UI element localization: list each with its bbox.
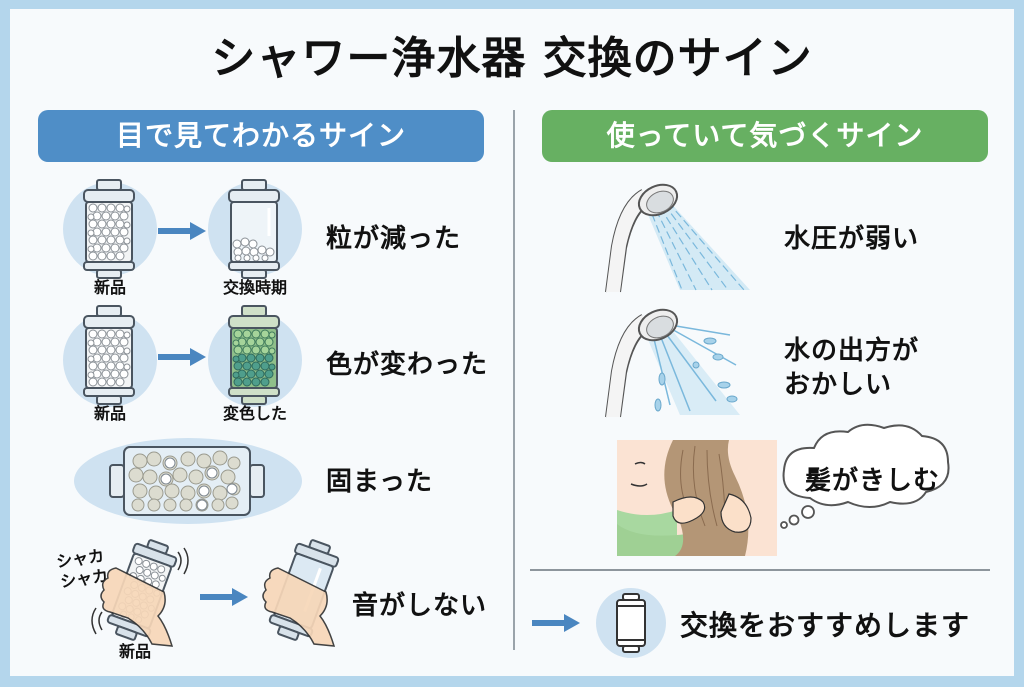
filter-cartridge-clumped-icon <box>109 446 265 516</box>
label-new: 新品 <box>93 404 126 423</box>
shower-head-irregular-spray-icon <box>605 308 740 418</box>
filter-cartridge-new-icon <box>83 179 135 279</box>
horizontal-divider <box>530 569 990 571</box>
sign-text-irregular-spray-line2: おかしい <box>784 370 893 400</box>
sign-text-weak-pressure: 水圧が弱い <box>784 224 920 254</box>
shower-head-weak-flow-icon <box>605 183 750 293</box>
hand-shaking-filter-icon <box>91 539 189 647</box>
arrow-right-icon <box>532 614 580 632</box>
arrow-right-icon <box>200 588 248 606</box>
label-replace-time: 交換時期 <box>222 278 287 297</box>
sign-text-hair-squeak: 髪がきしむ <box>805 466 941 496</box>
sign-text-fewer-beads: 粒が減った <box>326 224 462 254</box>
sign-text-irregular-spray-line1: 水の出方が <box>784 336 920 366</box>
label-discolored: 変色した <box>222 404 287 423</box>
sign-text-clumped: 固まった <box>326 467 433 497</box>
label-new: 新品 <box>93 278 126 297</box>
filter-cartridge-depleted-icon <box>228 179 280 279</box>
vertical-divider <box>513 110 515 650</box>
page-title: シャワー浄水器 交換のサイン <box>211 33 813 84</box>
section-header-visual-signs: 目で見てわかるサイン <box>38 110 484 162</box>
section-header-usage-signs: 使っていて気づくサイン <box>542 110 988 162</box>
sign-text-color-changed: 色が変わった <box>326 350 489 380</box>
arrow-right-icon <box>158 222 206 240</box>
arrow-right-icon <box>158 348 206 366</box>
label-new: 新品 <box>118 642 151 661</box>
filter-cartridge-new-icon <box>83 305 135 405</box>
woman-touching-hair-illustration <box>617 440 777 556</box>
conclusion-text: 交換をおすすめします <box>680 609 971 642</box>
thought-bubble-icon <box>780 423 950 529</box>
hand-holding-empty-filter-icon <box>262 539 340 647</box>
filter-cartridge-discolored-icon <box>228 305 280 405</box>
sign-text-no-sound: 音がしない <box>352 591 488 621</box>
replacement-filter-icon <box>616 593 646 653</box>
